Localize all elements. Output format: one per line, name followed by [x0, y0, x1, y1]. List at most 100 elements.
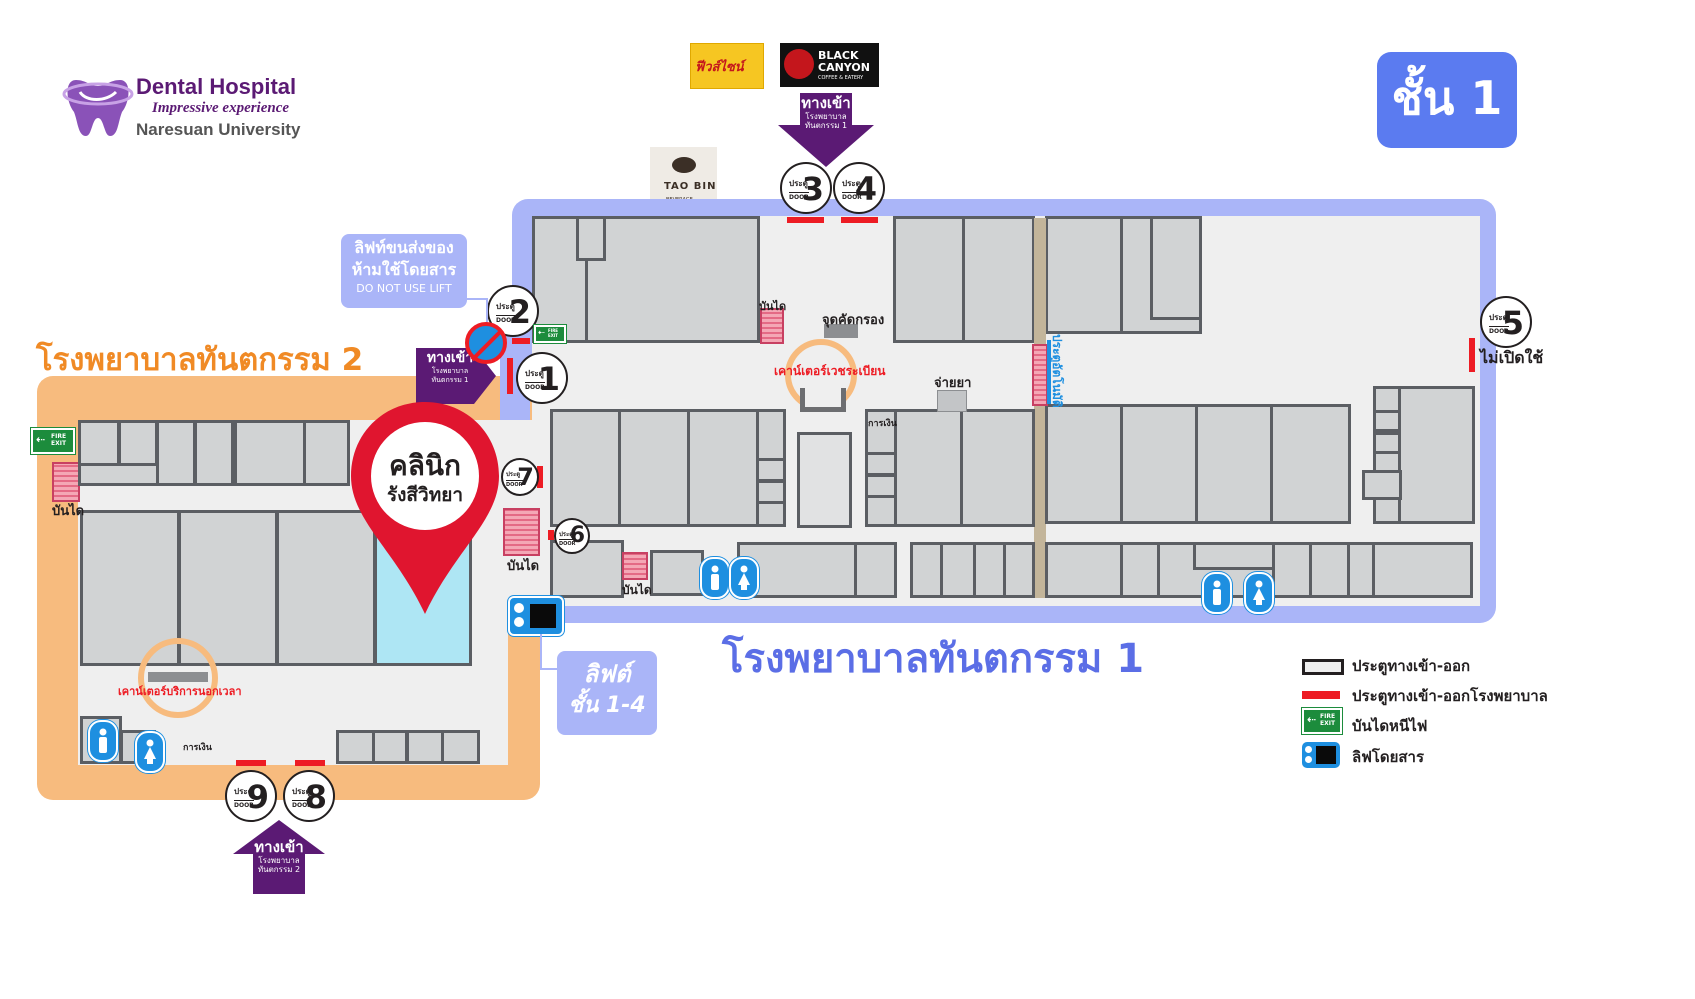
room — [576, 216, 606, 261]
room — [156, 420, 196, 486]
hospital-door-4 — [841, 217, 878, 223]
after-hours-ring — [138, 638, 218, 718]
room — [940, 542, 976, 598]
toilet-female-icon — [135, 731, 165, 773]
running-man-icon: ⇠ — [538, 328, 545, 337]
arrow-up-icon — [233, 820, 325, 894]
door-badge-9: ประตูDOOR 9 — [225, 770, 277, 822]
tooth-logo-icon — [62, 80, 134, 136]
black-canyon-icon — [784, 49, 814, 79]
no-passenger-icon — [465, 322, 507, 364]
hospital-door-5 — [1469, 338, 1475, 372]
door-badge-4: ประตูDOOR 4 — [833, 162, 885, 214]
hospital-door-7 — [537, 466, 543, 488]
hospital-door-6 — [548, 530, 554, 540]
after-hours-label: เคาน์เตอร์บริการนอกเวลา — [118, 685, 242, 698]
stairs-label-1: บันได — [759, 300, 787, 313]
stairs — [52, 462, 80, 502]
toilet-female-icon — [729, 557, 759, 599]
brand-logo-black-canyon: BLACK CANYON COFFEE & EATERY — [780, 43, 879, 87]
room — [756, 458, 786, 482]
room — [178, 510, 278, 666]
room — [372, 730, 408, 764]
hospital2-label: โรงพยาบาลทันตกรรม 2 — [36, 342, 364, 378]
hospital-door-1 — [507, 358, 513, 394]
door-badge-6: ประตูDOOR 6 — [554, 518, 590, 554]
room — [1347, 542, 1375, 598]
registration-counter — [800, 388, 846, 412]
room — [1373, 386, 1401, 524]
hospital1-label: โรงพยาบาลทันตกรรม 1 — [722, 636, 1145, 682]
room — [78, 420, 120, 466]
legend-item: ประตูทางเข้า-ออก — [1352, 657, 1471, 675]
logo-title: Dental Hospital — [136, 74, 297, 99]
cashier-label-2: การเงิน — [183, 743, 212, 753]
door-badge-3: ประตูDOOR 3 — [780, 162, 832, 214]
legend: ประตูทางเข้า-ออก ประตูทางเข้า-ออกโรงพยาบ… — [1300, 650, 1560, 780]
door-badge-7: ประตูDOOR 7 — [501, 458, 539, 496]
entrance-arrow-hospital1-side: ทางเข้า โรงพยาบาล ทันตกรรม 1 — [416, 348, 496, 404]
cashier-label: การเงิน — [868, 419, 897, 429]
legend-hospital-door-swatch — [1302, 691, 1340, 699]
legend-item: ประตูทางเข้า-ออกโรงพยาบาล — [1352, 687, 1548, 705]
stairs — [503, 508, 540, 556]
legend-item: ลิฟโดยสาร — [1352, 748, 1425, 766]
toilet-female-icon — [1244, 572, 1274, 614]
legend-lift-icon — [1302, 742, 1340, 768]
room — [650, 550, 704, 596]
stairs — [622, 552, 648, 580]
room — [1045, 216, 1123, 334]
room — [865, 474, 897, 498]
brand-logo-1: ฟีวส์ไซน์ — [690, 43, 764, 89]
auto-door-label: ประตูอัตโนมัติ — [1050, 334, 1064, 408]
door-badge-8: ประตูDOOR 8 — [283, 770, 335, 822]
room — [118, 420, 158, 466]
room — [1195, 404, 1273, 524]
pharmacy-label: จ่ายยา — [934, 376, 972, 391]
room — [1045, 404, 1123, 524]
entrance-arrow-hospital2: ทางเข้า โรงพยาบาล ทันตกรรม 2 — [233, 820, 325, 894]
map-pin-icon — [351, 402, 499, 614]
room — [893, 216, 965, 343]
door-badge-5: ประตูDOOR 5 — [1480, 296, 1532, 348]
room — [618, 409, 690, 527]
room — [1193, 542, 1277, 570]
stairs-label-2: บันได — [507, 559, 540, 574]
legend-item: บันไดหนีไฟ — [1352, 717, 1428, 735]
clinic-radiology-pin: คลินิก รังสีวิทยา — [349, 400, 501, 616]
room — [550, 409, 622, 527]
toilet-male-icon — [700, 557, 730, 599]
toilet-male-icon — [88, 720, 118, 762]
running-man-icon: ⇠ — [36, 433, 46, 446]
room — [194, 420, 234, 486]
passenger-lift-icon — [508, 596, 564, 636]
room — [1150, 216, 1202, 320]
logo: Dental Hospital Impressive experience Na… — [62, 70, 342, 140]
hospital-door-9 — [236, 760, 266, 766]
room — [1373, 432, 1401, 454]
passenger-lift-pointer — [540, 634, 562, 670]
room — [1373, 410, 1401, 432]
turtle-icon — [672, 157, 696, 173]
stairs-label-4: บันได — [52, 504, 85, 519]
room — [1120, 542, 1160, 598]
arrow-down-icon — [778, 93, 874, 167]
registration-label: เคาน์เตอร์เวชระเบียน — [774, 364, 886, 378]
room — [756, 480, 786, 504]
hospital-door-8 — [295, 760, 325, 766]
toilet-male-icon — [1202, 572, 1232, 614]
hospital-door-3 — [787, 217, 824, 223]
passenger-lift-note: ลิฟต์ ชั้น 1-4 — [557, 651, 657, 735]
pharmacy-window — [937, 390, 967, 412]
hospital-door-2 — [512, 338, 530, 344]
screening-label: จุดคัดกรอง — [822, 313, 885, 328]
legend-door-swatch — [1302, 659, 1344, 675]
logo-university: Naresuan University — [136, 120, 301, 139]
fire-exit-sign: FIRE EXIT ⇠ — [534, 325, 566, 343]
room — [234, 420, 306, 486]
screening-desk — [824, 324, 858, 338]
door5-not-in-use: ไม่เปิดใช้ — [1480, 348, 1544, 367]
stairs-label-3: บันได — [622, 583, 652, 597]
legend-fire-exit-icon: FIRE EXIT ⇠ — [1302, 708, 1342, 734]
auto-door-bar — [1047, 340, 1051, 404]
